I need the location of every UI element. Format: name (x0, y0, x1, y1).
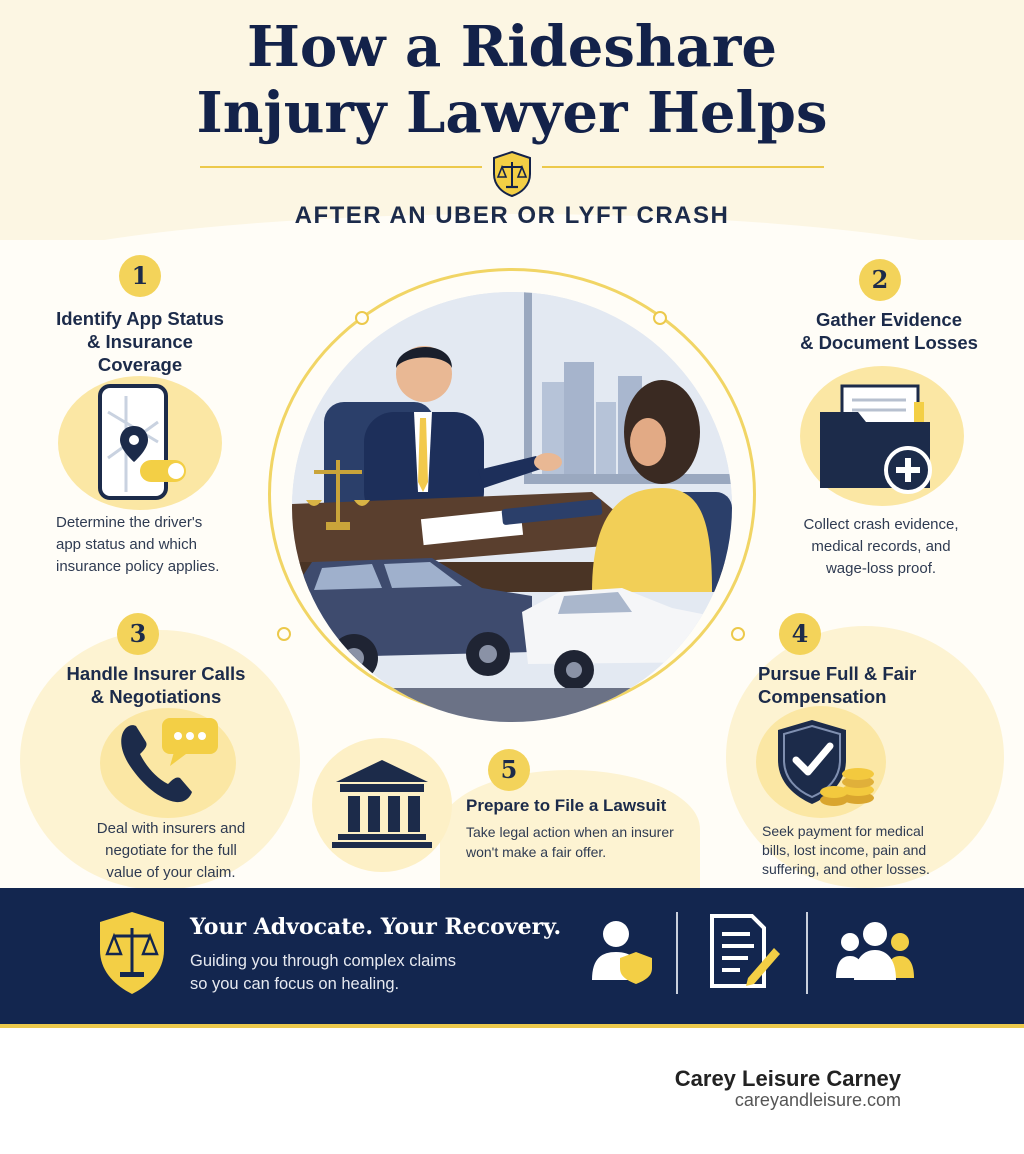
step-5-description: Take legal action when an insurer won't … (466, 822, 696, 862)
step-1-title: Identify App Status & Insurance Coverage (34, 307, 246, 376)
step-5-desc-line: Take legal action when an insurer (466, 824, 674, 840)
step-4-title: Pursue Full & Fair Compensation (758, 662, 924, 708)
step-5-number: 5 (488, 749, 530, 791)
step-2-desc-line: Collect crash evidence, (803, 516, 959, 533)
banner-title: Your Advocate. Your Recovery. (190, 914, 562, 940)
step-1-desc-line: app status and which (56, 536, 197, 553)
advocate-banner (0, 888, 1024, 1024)
people-group-icon (836, 922, 914, 980)
step-2-desc-line: wage-loss proof. (825, 560, 937, 577)
step-4-title-line: Compensation (758, 686, 887, 707)
scales-shield-icon (100, 912, 164, 994)
step-4-desc-line: bills, lost income, pain and (762, 842, 927, 858)
step-2-title-line: & Document Losses (800, 332, 978, 353)
step-4-description: Seek payment for medical bills, lost inc… (762, 822, 992, 879)
lawyer-client-illustration (292, 292, 732, 722)
step-2-desc-line: medical records, and (811, 538, 951, 555)
step-4-desc-line: suffering, and other losses. (762, 861, 930, 877)
step-2-title-line: Gather Evidence (815, 309, 962, 330)
step-1-title-line: & Insurance (87, 331, 193, 352)
ring-dot (355, 311, 369, 325)
step-3-desc-line: Deal with insurers and (96, 820, 246, 837)
banner-gold-rule (0, 1024, 1024, 1028)
phone-map-pin-icon (98, 384, 186, 500)
brand-url: careyandleisure.com (734, 1090, 901, 1110)
step-5-blob (440, 770, 700, 888)
step-1-title-line: Identify App Status (56, 308, 224, 329)
shield-coins-icon (778, 720, 874, 806)
step-3-title-line: & Negotiations (90, 686, 222, 707)
step-1-title-line: Coverage (97, 354, 183, 375)
banner-divider (676, 912, 678, 994)
step-2-description: Collect crash evidence, medical records,… (786, 514, 976, 580)
page-title-line-2: Injury Lawyer Helps (196, 80, 828, 146)
step-2-number: 2 (859, 259, 901, 301)
title-rule-left (200, 166, 482, 168)
step-3-description: Deal with insurers and negotiate for the… (86, 818, 256, 884)
banner-text: Guiding you through complex claims so yo… (190, 950, 456, 996)
step-4-number: 4 (779, 613, 821, 655)
footer (0, 1028, 1024, 1154)
step-5-title-line: Prepare to File a Lawsuit (466, 796, 667, 815)
document-pen-icon (710, 914, 780, 988)
step-2-title: Gather Evidence & Document Losses (776, 308, 1002, 354)
phone-chat-icon (121, 718, 218, 803)
ring-dot (277, 627, 291, 641)
scales-shield-icon (493, 150, 531, 198)
courthouse-icon (332, 760, 432, 848)
step-1-number: 1 (119, 255, 161, 297)
banner-text-line: so you can focus on healing. (190, 975, 400, 993)
page-subtitle: AFTER AN UBER OR LYFT CRASH (294, 202, 730, 229)
step-3-desc-line: value of your claim. (106, 864, 236, 881)
step-4-title-line: Pursue Full & Fair (758, 663, 917, 684)
step-5-desc-line: won't make a fair offer. (466, 844, 607, 860)
ring-dot (653, 311, 667, 325)
page-title-line-1: How a Rideshare (246, 14, 777, 80)
banner-divider (806, 912, 808, 994)
step-1-desc-line: insurance policy applies. (56, 558, 220, 575)
step-3-desc-line: negotiate for the full (105, 842, 237, 859)
step-4-desc-line: Seek payment for medical (762, 823, 924, 839)
person-shield-icon (592, 921, 652, 984)
ring-dot (731, 627, 745, 641)
step-3-title-line: Handle Insurer Calls (66, 663, 246, 684)
step-1-desc-line: Determine the driver's (56, 514, 203, 531)
step-3-title: Handle Insurer Calls & Negotiations (40, 662, 272, 708)
folder-medical-icon (820, 384, 932, 494)
title-rule-right (542, 166, 824, 168)
step-1-description: Determine the driver's app status and wh… (56, 512, 276, 578)
brand-name: Carey Leisure Carney (674, 1066, 901, 1091)
step-3-number: 3 (117, 613, 159, 655)
banner-text-line: Guiding you through complex claims (190, 952, 456, 970)
step-5-title: Prepare to File a Lawsuit (466, 794, 676, 817)
